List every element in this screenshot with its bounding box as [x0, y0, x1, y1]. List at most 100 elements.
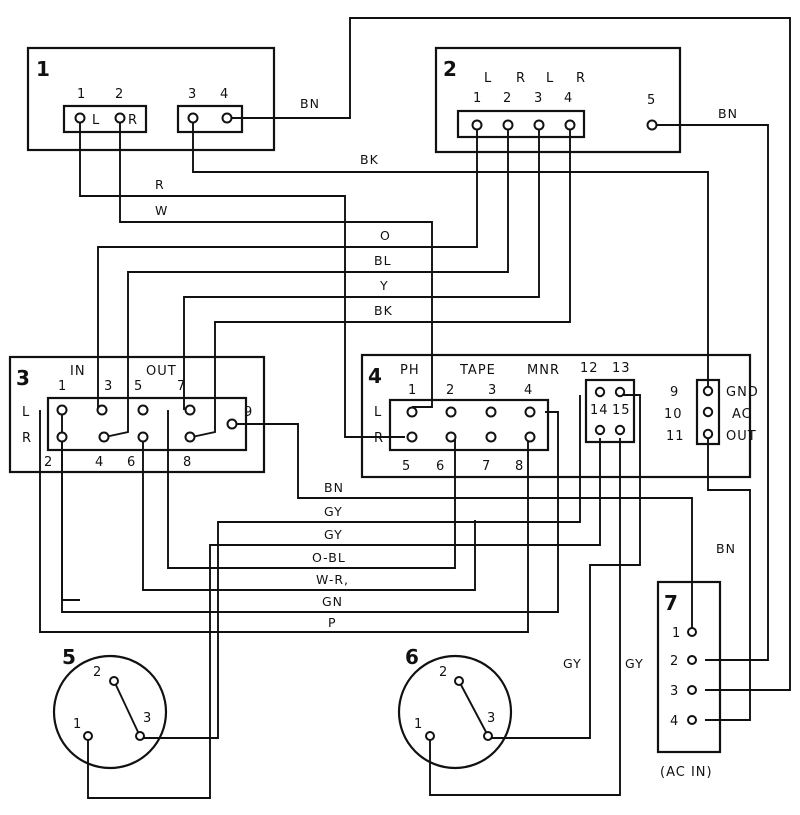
terminal — [445, 406, 457, 418]
terminal-number: 12 — [580, 361, 599, 376]
row-label: L — [374, 405, 382, 420]
channel-label: R — [576, 71, 586, 86]
pin — [425, 731, 435, 741]
terminal-number: 5 — [402, 459, 411, 474]
terminal-number: 2 — [446, 383, 455, 398]
wire-bk-top — [192, 118, 709, 390]
channel-label: L — [92, 113, 100, 128]
terminal-number: 4 — [95, 455, 104, 470]
wire-ac-out — [705, 435, 751, 721]
terminal — [445, 431, 457, 443]
wire-label: P — [328, 615, 337, 630]
wire-label: R — [155, 177, 165, 192]
terminal-number: 4 — [524, 383, 533, 398]
terminal — [471, 119, 483, 131]
terminal — [594, 424, 606, 436]
terminal-number: 3 — [488, 383, 497, 398]
row-label: L — [22, 405, 30, 420]
wire-o — [97, 125, 478, 410]
terminal — [646, 119, 658, 131]
terminal-number: 1 — [473, 91, 482, 106]
wire-p — [39, 410, 529, 633]
wire-labels: BN BN BK R W O BL Y BK BN GY GY O-BL W-R… — [155, 96, 737, 671]
terminal-number: 8 — [183, 455, 192, 470]
pin-number: 2 — [670, 654, 679, 669]
pin-number: 3 — [670, 684, 679, 699]
pin — [83, 731, 93, 741]
unit-4: 4 PH TAPE MNR 1 2 3 4 L R 5 6 7 8 12 13 … — [360, 353, 758, 479]
unit-number: 2 — [443, 57, 457, 81]
wire-gy1 — [140, 395, 581, 739]
wire-label: BN — [300, 96, 320, 111]
unit-1: 1 1 2 3 4 L R — [26, 46, 276, 152]
unit-6: 6 2 3 1 — [397, 645, 513, 770]
unit-number: 1 — [36, 57, 50, 81]
pin-number: 1 — [672, 626, 681, 641]
mnr-label: MNR — [527, 363, 560, 378]
terminal — [614, 386, 626, 398]
wire-bl — [104, 125, 509, 438]
terminal-number: 10 — [664, 407, 683, 422]
terminal — [56, 431, 68, 443]
pin-number: 3 — [143, 711, 152, 726]
ac-in-caption: (AC IN) — [660, 765, 713, 780]
channel-label: L — [484, 71, 492, 86]
wire-bn-low — [232, 423, 693, 632]
pin-number: 1 — [414, 717, 423, 732]
pin-number: 1 — [73, 717, 82, 732]
terminal — [702, 406, 714, 418]
wire-obl — [61, 410, 456, 601]
terminal — [56, 404, 68, 416]
terminal-number: 11 — [666, 429, 685, 444]
wire-label: Y — [379, 278, 389, 293]
terminal-number: 9 — [670, 385, 679, 400]
terminal-number: 6 — [127, 455, 136, 470]
wire-bn-u2 — [652, 124, 769, 661]
terminal — [406, 431, 418, 443]
wire-r — [79, 118, 405, 438]
terminal-number: 2 — [115, 87, 124, 102]
terminal-number: 5 — [647, 93, 656, 108]
wire-gy2 — [87, 438, 601, 799]
terminal-number: 7 — [177, 379, 186, 394]
pin-number: 3 — [487, 711, 496, 726]
wire-w — [119, 118, 433, 408]
terminal-number: 1 — [408, 383, 417, 398]
pin — [687, 655, 697, 665]
wire-y — [183, 125, 540, 410]
terminal-number: 9 — [244, 405, 253, 420]
wire-label: GN — [322, 594, 343, 609]
pin — [135, 731, 145, 741]
wire-label: W-R, — [316, 572, 349, 587]
wire-label: O — [380, 228, 391, 243]
terminal — [485, 431, 497, 443]
terminal — [406, 406, 418, 418]
terminal — [533, 119, 545, 131]
terminal — [96, 404, 108, 416]
terminal-number: 3 — [188, 87, 197, 102]
row-label: R — [374, 431, 384, 446]
wire-gy-v1 — [490, 394, 641, 739]
terminal-number: 3 — [104, 379, 113, 394]
wire-label: GY — [625, 656, 644, 671]
terminal-number: 4 — [220, 87, 229, 102]
terminal-number: 2 — [44, 455, 53, 470]
terminal-number: 3 — [534, 91, 543, 106]
wire-gn — [61, 411, 559, 613]
terminal — [524, 406, 536, 418]
ph-label: PH — [400, 363, 420, 378]
terminal — [614, 424, 626, 436]
pin — [687, 685, 697, 695]
pin — [109, 676, 119, 686]
channel-label: R — [128, 113, 138, 128]
unit-number: 5 — [62, 645, 76, 669]
tape-label: TAPE — [459, 363, 496, 378]
pin-number: 2 — [93, 665, 102, 680]
wire-gy-v2 — [429, 438, 621, 796]
wire-label: BL — [374, 253, 392, 268]
in-label: IN — [70, 364, 86, 379]
wire-label: BN — [324, 480, 344, 495]
wire-label: O-BL — [312, 550, 346, 565]
terminal — [485, 406, 497, 418]
